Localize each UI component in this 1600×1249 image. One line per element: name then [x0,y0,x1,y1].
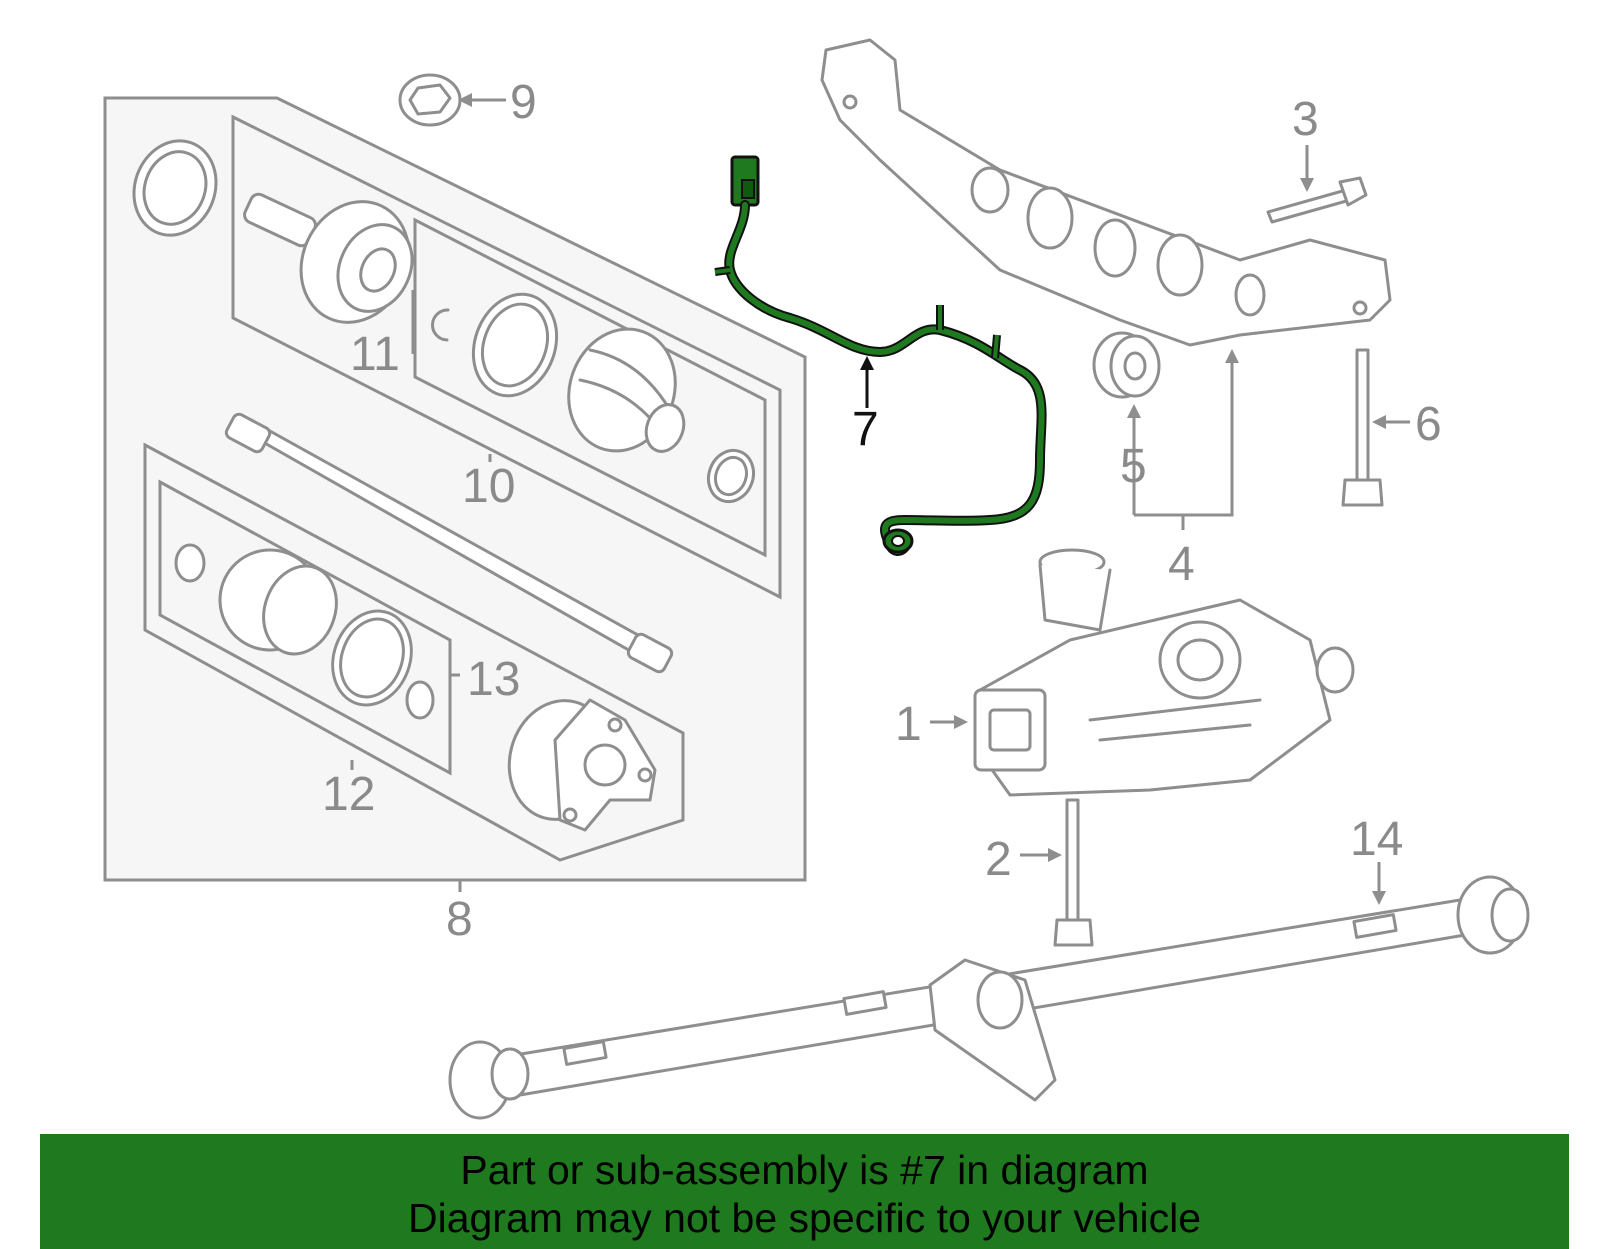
propeller-shaft-part [448,875,1530,1120]
callout-labels: 1 2 3 4 5 6 7 8 9 10 11 12 13 14 [322,76,1442,946]
boot-kit-parts [431,292,756,504]
axle-shaft-kit-panel [103,96,807,882]
footer-line-2: Diagram may not be specific to your vehi… [407,1195,1201,1241]
callout-1: 1 [895,698,922,751]
inner-boot-kit-parts [174,543,435,720]
callout-14: 14 [1350,813,1403,866]
wiring-harness-part-highlighted [714,155,1047,556]
bolt-part-2 [1053,798,1094,947]
nut-part [398,73,462,127]
callout-3: 3 [1292,93,1319,146]
seal-ring-part [132,139,218,237]
callout-2: 2 [985,833,1012,886]
outer-cv-joint-part [243,192,414,324]
bushing-part [1092,331,1161,399]
differential-part [973,548,1355,797]
callout-9: 9 [510,76,537,129]
callout-13: 13 [467,653,520,706]
inner-tripod-housing-part [507,698,657,832]
crossmember-part [820,38,1392,347]
callout-7: 7 [852,403,879,456]
callout-10: 10 [462,460,515,513]
callout-6: 6 [1415,398,1442,451]
leader-lines [350,93,1410,905]
callout-5: 5 [1120,440,1147,493]
bolt-part-6 [1341,348,1384,507]
callout-8: 8 [446,893,473,946]
callout-12: 12 [322,768,375,821]
bolt-part-3 [1266,176,1368,224]
callout-11: 11 [350,328,400,381]
footer-banner: Part or sub-assembly is #7 in diagram Di… [40,1134,1569,1249]
footer-line-1: Part or sub-assembly is #7 in diagram [460,1147,1149,1193]
axle-shaft-part [224,412,674,674]
callout-4: 4 [1168,538,1195,591]
